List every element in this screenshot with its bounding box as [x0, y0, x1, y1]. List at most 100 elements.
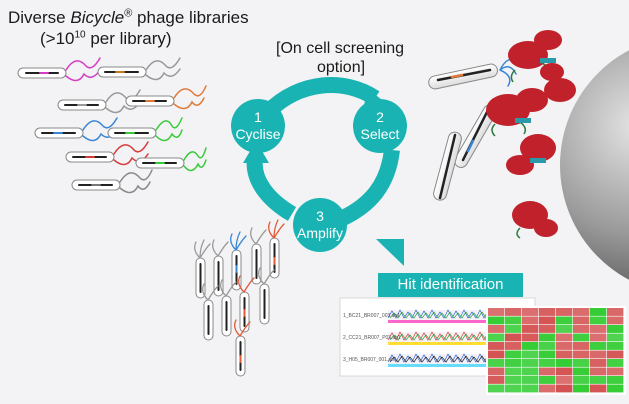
step-label: Amplify: [297, 225, 343, 241]
step-cyclise: 1 Cyclise: [231, 109, 285, 143]
heatmap-cell: [590, 308, 607, 316]
heatmap-cell: [573, 308, 590, 316]
heatmap-cell: [488, 333, 505, 342]
phage-particle: [135, 147, 207, 172]
bound-phages: [428, 58, 519, 201]
heatmap-cell: [505, 359, 522, 367]
heatmap-cell: [556, 342, 573, 350]
heatmap-cell: [556, 333, 573, 342]
heatmap-cell: [505, 367, 522, 376]
heatmap-cell: [607, 308, 624, 316]
phage-library-cluster: [17, 57, 207, 194]
amplified-phage-cluster: [194, 219, 285, 377]
phage-particle: [238, 275, 255, 333]
screening-option-line2: option]: [317, 59, 366, 76]
cycle-arrow: [246, 156, 297, 221]
heatmap-cell: [573, 384, 590, 393]
cell-receptors: [486, 30, 576, 239]
heatmap-cell: [522, 333, 539, 342]
heatmap-cell: [590, 376, 607, 384]
heatmap-cell: [556, 316, 573, 325]
heatmap-cell: [505, 325, 522, 333]
heatmap-cell: [522, 384, 539, 393]
heatmap-cell: [505, 316, 522, 325]
phage-particle: [107, 117, 183, 142]
hit-heatmap: [486, 306, 626, 395]
heatmap-cell: [539, 376, 556, 384]
step-number: 3: [316, 208, 324, 224]
heatmap-cell: [539, 316, 556, 325]
library-size: (>1010 per library): [40, 29, 172, 49]
step-select: 2 Select: [353, 109, 407, 143]
title-suffix: phage libraries: [132, 8, 249, 27]
phage-particle: [65, 141, 149, 166]
trace-name: 3_H05_BR007_001.ab1: [343, 357, 397, 363]
heatmap-cell: [488, 325, 505, 333]
heatmap-cell: [539, 367, 556, 376]
heatmap-cell: [556, 308, 573, 316]
phage-particle: [125, 85, 207, 110]
phage-particle: [433, 131, 462, 201]
heatmap-cell: [607, 333, 624, 342]
heatmap-cell: [556, 376, 573, 384]
heatmap-cell: [539, 359, 556, 367]
phage-particle: [17, 57, 101, 82]
heatmap-cell: [607, 359, 624, 367]
heatmap-cell: [607, 384, 624, 393]
heatmap-cell: [590, 316, 607, 325]
heatmap-cell: [488, 359, 505, 367]
heatmap-cell: [556, 359, 573, 367]
step-number: 1: [254, 109, 262, 125]
heatmap-cell: [590, 359, 607, 367]
heatmap-cell: [573, 333, 590, 342]
heatmap-cell: [590, 350, 607, 359]
phage-particle: [202, 283, 219, 341]
heatmap-cell: [539, 325, 556, 333]
heatmap-cell: [505, 376, 522, 384]
phage-particle: [428, 63, 498, 90]
heatmap-cell: [488, 367, 505, 376]
heatmap-cell: [522, 359, 539, 367]
receptor-protein: [540, 63, 576, 102]
phage-particle: [57, 89, 141, 114]
heatmap-cell: [488, 342, 505, 350]
heatmap-cell: [488, 308, 505, 316]
step-label: Select: [360, 126, 400, 142]
heatmap-cell: [505, 342, 522, 350]
trace-name: 2_CC21_BR007_P03.ab1: [343, 335, 401, 341]
registered-mark: ®: [124, 7, 133, 20]
receptor-protein: [508, 30, 562, 83]
heatmap-cell: [522, 342, 539, 350]
phage-particle: [454, 104, 497, 168]
heatmap-cell: [607, 376, 624, 384]
heatmap-cell: [573, 359, 590, 367]
heatmap-cell: [539, 333, 556, 342]
phage-particle: [71, 169, 153, 194]
size-exponent: 10: [74, 29, 86, 41]
heatmap-cell: [607, 350, 624, 359]
heatmap-cell: [539, 350, 556, 359]
hit-arrow: [376, 239, 404, 266]
size-prefix: (>10: [40, 29, 75, 48]
heatmap-cell: [607, 342, 624, 350]
heatmap-cell: [522, 325, 539, 333]
heatmap-cell: [590, 325, 607, 333]
phage-particle: [34, 117, 118, 142]
cycle-arrow: [262, 77, 380, 118]
phage-particle: [258, 267, 275, 325]
heatmap-cell: [556, 325, 573, 333]
heatmap-cell: [522, 350, 539, 359]
step-circle-amplify: [293, 198, 347, 252]
heatmap-cell: [573, 325, 590, 333]
heatmap-cell: [573, 350, 590, 359]
heatmap-cell: [573, 376, 590, 384]
heatmap-cell: [573, 316, 590, 325]
phage-particle: [268, 219, 285, 279]
heatmap-cell: [488, 384, 505, 393]
step-circle-cyclise: [231, 99, 285, 153]
title-prefix: Diverse: [8, 8, 71, 27]
phage-particle: [234, 319, 251, 377]
heatmap-cell: [590, 367, 607, 376]
